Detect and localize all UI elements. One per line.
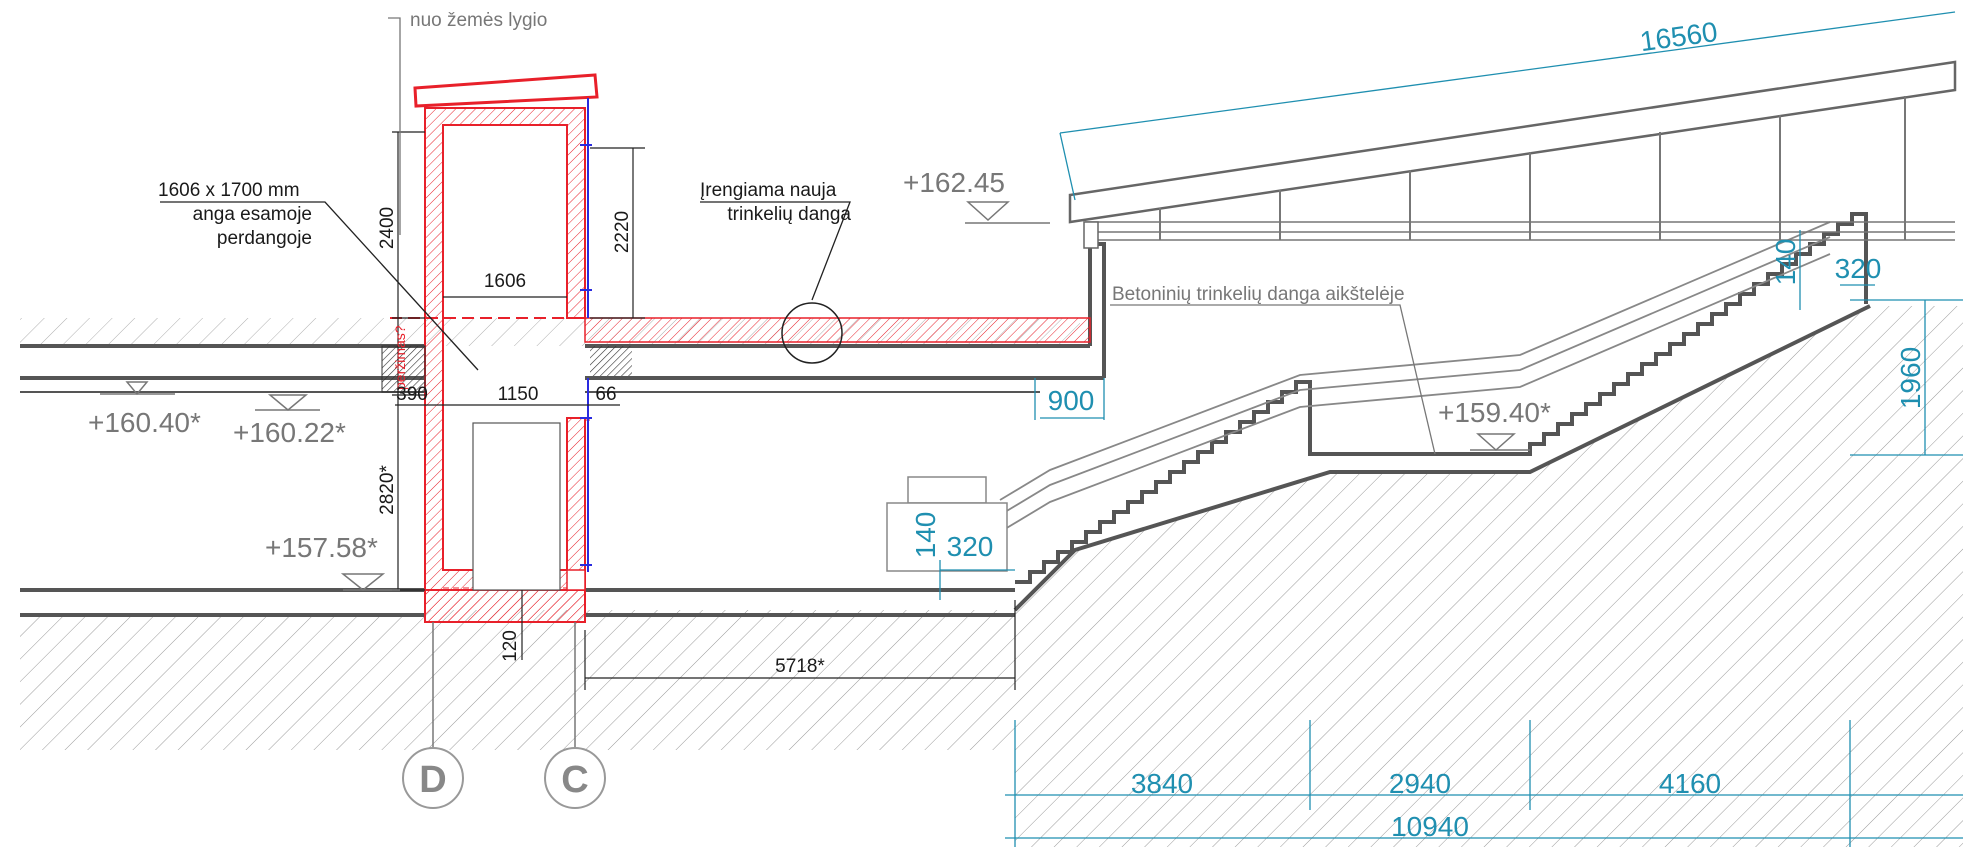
canopy <box>1068 60 1957 249</box>
dim-16560: 16560 <box>1638 16 1719 57</box>
elevation-157-58: +157.58* <box>265 532 378 563</box>
dim-120: 120 <box>500 630 521 662</box>
ground-note-leader <box>388 17 401 235</box>
elevation-160-22: +160.22* <box>233 417 346 448</box>
handrails <box>999 221 1831 533</box>
dim-390: 390 <box>396 384 428 405</box>
dim-2820: 2820* <box>377 465 398 515</box>
upper-slab <box>20 242 1106 380</box>
axis-c-label: C <box>561 759 588 801</box>
opening-label-line1: 1606 x 1700 mm <box>158 180 300 201</box>
dim-66: 66 <box>595 384 616 405</box>
dim-3840: 3840 <box>1131 768 1193 799</box>
dim-2940: 2940 <box>1389 768 1451 799</box>
dim-4160: 4160 <box>1659 768 1721 799</box>
elevation-162-45: +162.45 <box>903 167 1005 198</box>
elevation-marks <box>100 201 1530 591</box>
shaft-roof <box>413 73 599 108</box>
elevator-shaft <box>424 107 590 623</box>
dim-5718: 5718* <box>775 656 825 677</box>
dim-1606: 1606 <box>484 271 526 292</box>
new-paving-label-line2: trinkelių danga <box>727 204 851 225</box>
ground-hatch <box>20 306 1963 847</box>
elevation-160-40: +160.40* <box>88 407 201 438</box>
concrete-leader <box>1110 304 1436 455</box>
leader-lines <box>160 201 851 371</box>
concrete-paving-label: Betoninių trinkelių danga aikštelėje <box>1112 284 1405 305</box>
dim-1150: 1150 <box>498 384 539 405</box>
ramp-start-box <box>886 476 1008 572</box>
opening-label-line2: anga esamoje <box>193 204 312 225</box>
dim-2400: 2400 <box>377 207 398 249</box>
elevation-159-40: +159.40* <box>1438 397 1551 428</box>
window-strip <box>580 98 592 572</box>
axis-lines <box>432 622 576 750</box>
axis-c-bubble <box>544 747 606 809</box>
axis-d-bubble <box>402 747 464 809</box>
black-dimensions <box>392 131 1016 690</box>
dim-320-bottom: 320 <box>947 531 994 562</box>
dim-140-bottom: 140 <box>910 512 941 559</box>
dim-2220: 2220 <box>612 211 633 253</box>
ground-level-note: nuo žemės lygio <box>410 10 547 31</box>
elevator-door <box>472 422 561 591</box>
ramp <box>1013 212 1871 612</box>
dim-140-top: 140 <box>1770 239 1801 286</box>
removed-wall-right <box>590 346 632 376</box>
dim-10940: 10940 <box>1391 811 1469 842</box>
removed-wall <box>381 345 426 393</box>
dim-900: 900 <box>1048 385 1095 416</box>
blue-dimensions <box>939 11 1963 847</box>
red-note: peržimas? <box>392 325 408 390</box>
new-paving-layer <box>584 317 1091 343</box>
axis-d-label: D <box>419 759 446 801</box>
dim-320-top: 320 <box>1835 253 1882 284</box>
new-paving-label-line1: Įrengiama nauja <box>700 180 837 201</box>
dim-1960: 1960 <box>1895 347 1926 409</box>
opening-label-line3: perdangoje <box>217 228 312 249</box>
